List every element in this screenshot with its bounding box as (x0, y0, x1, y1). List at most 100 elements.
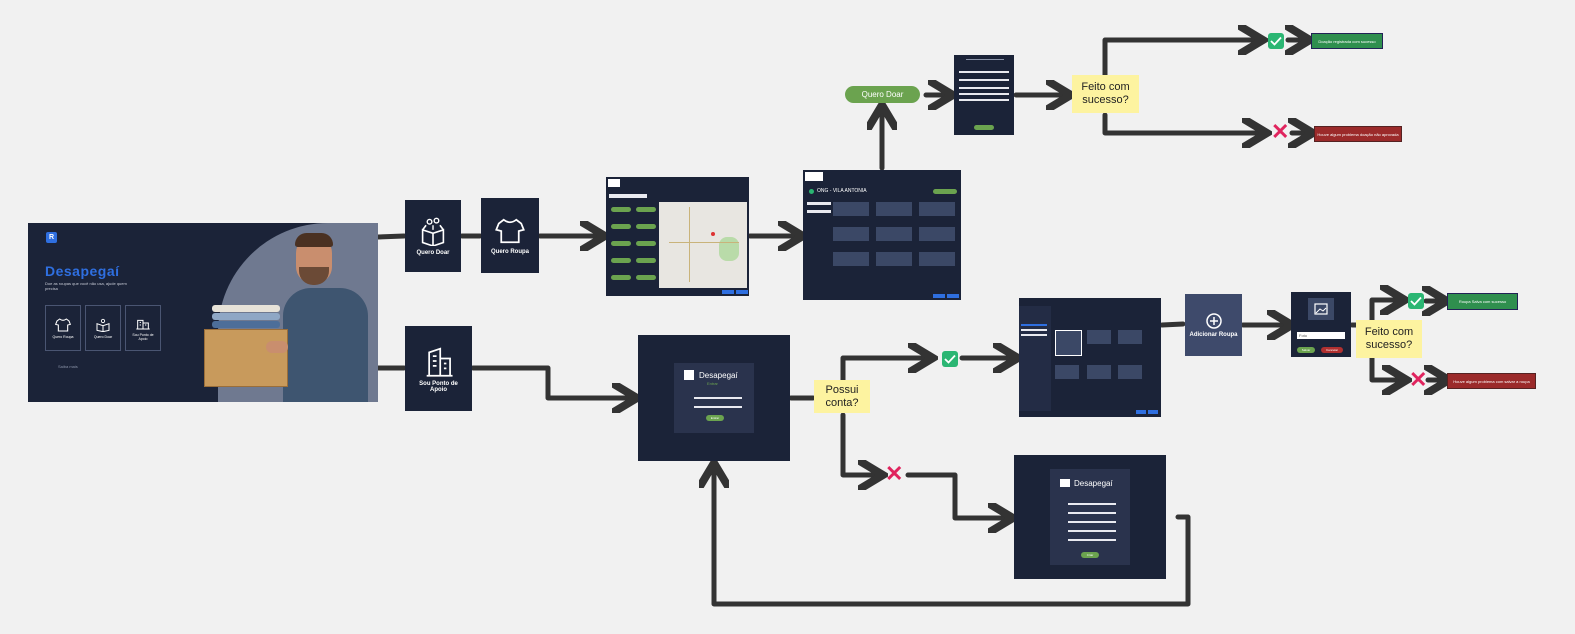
hero-card-quero-roupa[interactable]: Quero Roupa (45, 305, 81, 351)
donation-box-icon (96, 318, 110, 332)
ong-item-tile[interactable] (919, 252, 955, 266)
image-placeholder-icon[interactable] (1308, 298, 1334, 320)
hero-card-ponto-apoio[interactable]: Sou Ponto de Apoio (125, 305, 161, 351)
form-field[interactable] (959, 87, 1009, 89)
ong-footer-btn-2[interactable] (947, 294, 959, 298)
result-doacao-err: Houve algum problema doação não aprovada (1314, 126, 1402, 142)
donation-box-icon (421, 217, 445, 246)
card-label: Quero Roupa (490, 248, 529, 255)
quero-doar-card[interactable]: Quero Doar (405, 200, 461, 272)
form-field[interactable] (959, 79, 1009, 81)
building-icon (136, 319, 150, 329)
decision-possui-conta: Possui conta? (814, 380, 870, 413)
map-view[interactable] (659, 202, 747, 288)
sou-ponto-apoio-card[interactable]: Sou Ponto de Apoio (405, 326, 472, 411)
cancelar-button[interactable]: Cancelar (1321, 347, 1343, 353)
success-check-icon (942, 351, 958, 367)
signup-card: Desapegaí Criar (1050, 469, 1130, 565)
signup-button[interactable]: Criar (1081, 552, 1099, 558)
form-field[interactable] (959, 71, 1009, 73)
map-logo (608, 179, 620, 187)
dashboard-footer-btn[interactable] (1136, 410, 1146, 414)
add-item-tile[interactable] (1055, 330, 1082, 356)
signup-field[interactable] (1068, 530, 1116, 532)
login-email-field[interactable] (694, 397, 742, 399)
quero-doar-pill[interactable]: Quero Doar (845, 86, 920, 103)
error-cross-icon: ✕ (1409, 367, 1428, 392)
map-search-screen[interactable] (606, 177, 749, 296)
map-list (609, 203, 659, 289)
hero-card-label: Quero Roupa (52, 334, 74, 339)
signup-field[interactable] (1068, 512, 1116, 514)
ong-item-tile[interactable] (833, 252, 869, 266)
ong-item-tile[interactable] (919, 227, 955, 241)
map-footer-btn-2[interactable] (736, 290, 748, 294)
dashboard-item-tile[interactable] (1087, 365, 1111, 379)
form-field[interactable] (959, 93, 1009, 95)
ong-item-tile[interactable] (876, 227, 912, 241)
sidebar-item[interactable] (1021, 334, 1047, 336)
add-circle-icon (1205, 312, 1222, 329)
donation-form-screen[interactable] (954, 55, 1014, 135)
hero-footer-link[interactable]: Saiba mais (58, 364, 78, 369)
form-field[interactable] (959, 99, 1009, 101)
map-pin-icon[interactable] (711, 232, 715, 236)
quero-roupa-card[interactable]: Quero Roupa (481, 198, 539, 273)
ong-action-button[interactable] (933, 189, 957, 194)
success-check-icon (1408, 293, 1424, 309)
cardboard-box (204, 329, 288, 387)
login-password-field[interactable] (694, 406, 742, 408)
login-screen[interactable]: Desapegaí Entrar Entrar (638, 335, 790, 461)
ong-filter-2[interactable] (807, 210, 831, 213)
ong-filter[interactable] (807, 202, 831, 205)
ong-item-tile[interactable] (876, 252, 912, 266)
login-button[interactable]: Entrar (706, 415, 724, 421)
result-doacao-ok: Doação registrada com sucesso (1311, 33, 1383, 49)
logo-icon: R (46, 232, 57, 243)
person-shirt (283, 288, 368, 402)
card-label: Sou Ponto de Apoio (419, 380, 458, 393)
form-submit-button[interactable] (974, 125, 994, 130)
hand-left (266, 341, 288, 353)
ponto-dashboard-screen[interactable] (1019, 298, 1161, 417)
hero-card-label: Quero Doar (93, 334, 113, 339)
ong-item-tile[interactable] (833, 202, 869, 216)
ong-item-tile[interactable] (876, 202, 912, 216)
signup-field[interactable] (1068, 503, 1116, 505)
signup-field[interactable] (1068, 539, 1116, 541)
map-footer-btn[interactable] (722, 290, 734, 294)
signup-screen[interactable]: Desapegaí Criar (1014, 455, 1166, 579)
dashboard-item-tile[interactable] (1087, 330, 1111, 344)
success-check-icon (1268, 33, 1284, 49)
ong-item-tile[interactable] (919, 202, 955, 216)
result-roupa-err: Houve algum problema com salvar a roupa (1447, 373, 1536, 389)
add-clothing-form[interactable]: Foto Salvar Cancelar (1291, 292, 1351, 357)
dashboard-item-tile[interactable] (1118, 365, 1142, 379)
hero-card-quero-doar[interactable]: Quero Doar (85, 305, 121, 351)
shirt-icon (55, 317, 71, 332)
foto-input[interactable]: Foto (1297, 332, 1345, 339)
adicionar-roupa-node[interactable]: Adicionar Roupa (1185, 294, 1242, 356)
dashboard-item-tile[interactable] (1055, 365, 1079, 379)
adicionar-roupa-label: Adicionar Roupa (1189, 331, 1238, 338)
shirt-icon (495, 218, 525, 243)
person-beard (299, 267, 329, 285)
ong-detail-screen[interactable]: ONG - VILA ANTONIA (803, 170, 961, 300)
landing-screen[interactable]: R Desapegaí Doe as roupas que você não u… (28, 223, 378, 402)
ong-header: ONG - VILA ANTONIA (817, 188, 867, 194)
ong-footer-btn[interactable] (933, 294, 945, 298)
dashboard-footer-btn-2[interactable] (1148, 410, 1158, 414)
sidebar-item[interactable] (1021, 329, 1047, 331)
hero-tagline: Doe as roupas que você não usa, ajude qu… (45, 281, 127, 291)
ong-item-tile[interactable] (833, 227, 869, 241)
signup-logo-icon (1060, 479, 1070, 487)
error-cross-icon: ✕ (1271, 119, 1290, 144)
map-search-bar[interactable] (609, 194, 647, 198)
decision-feito-com-sucesso-1: Feito com sucesso? (1072, 75, 1139, 113)
dashboard-sidebar (1019, 306, 1051, 411)
salvar-button[interactable]: Salvar (1297, 347, 1315, 353)
person-hair (295, 233, 333, 247)
dashboard-item-tile[interactable] (1118, 330, 1142, 344)
sidebar-item[interactable] (1021, 324, 1047, 326)
signup-field[interactable] (1068, 521, 1116, 523)
